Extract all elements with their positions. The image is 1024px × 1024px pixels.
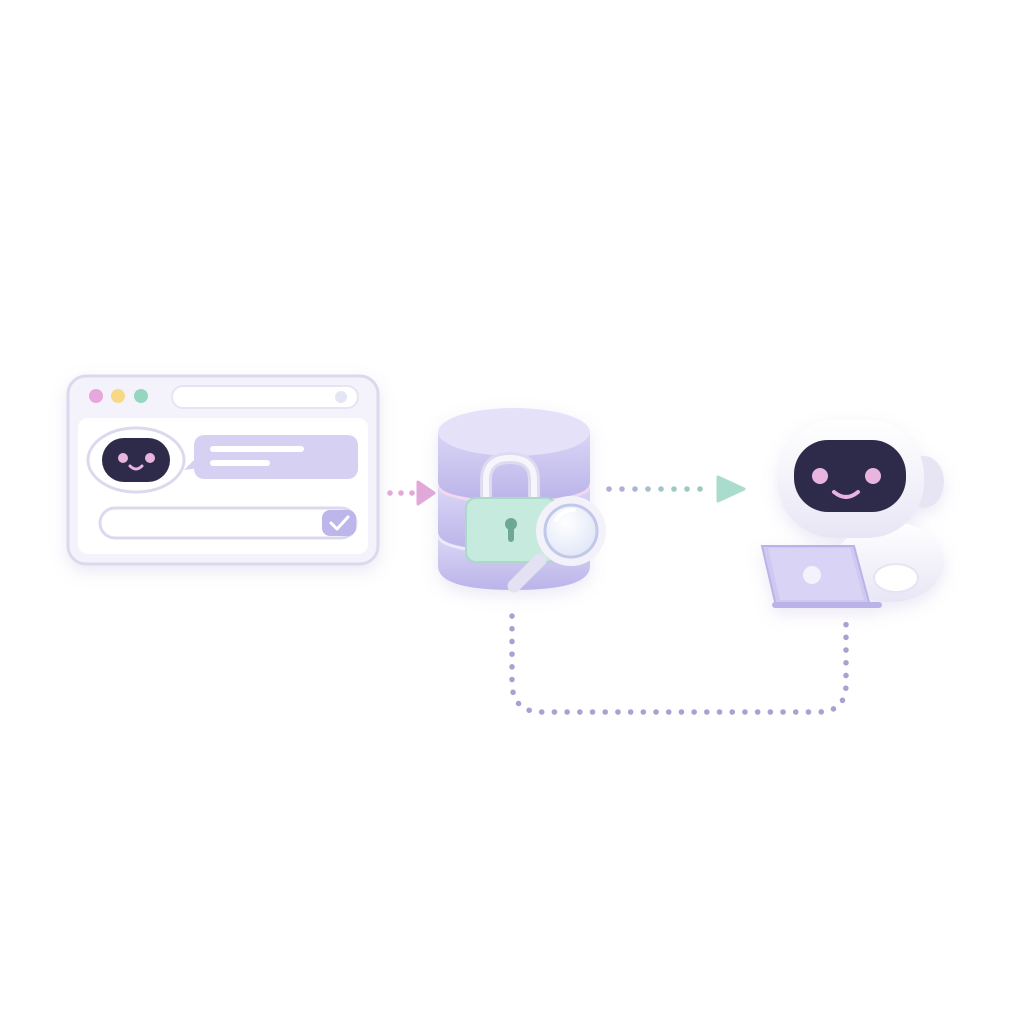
send-button[interactable] — [322, 510, 356, 536]
address-bar — [171, 385, 359, 409]
loop-agent-to-database — [509, 613, 849, 715]
magnifying-glass-icon — [507, 496, 606, 593]
laptop-icon — [760, 545, 882, 608]
address-bar-dot — [335, 391, 347, 403]
window-dot-pink — [89, 389, 103, 403]
check-icon — [329, 515, 350, 531]
window-dot-yellow — [111, 389, 125, 403]
robot-with-laptop-icon — [760, 420, 944, 608]
robot-head — [778, 420, 944, 538]
chat-bubble — [184, 435, 358, 479]
window-dot-green — [134, 389, 148, 403]
robot-arm — [873, 563, 919, 593]
arrow-database-to-agent — [606, 475, 746, 503]
arrow-chat-to-database — [387, 480, 436, 506]
chat-input[interactable] — [98, 506, 358, 540]
chatbot-window-icon — [66, 374, 380, 566]
chatbot-avatar — [86, 426, 186, 494]
